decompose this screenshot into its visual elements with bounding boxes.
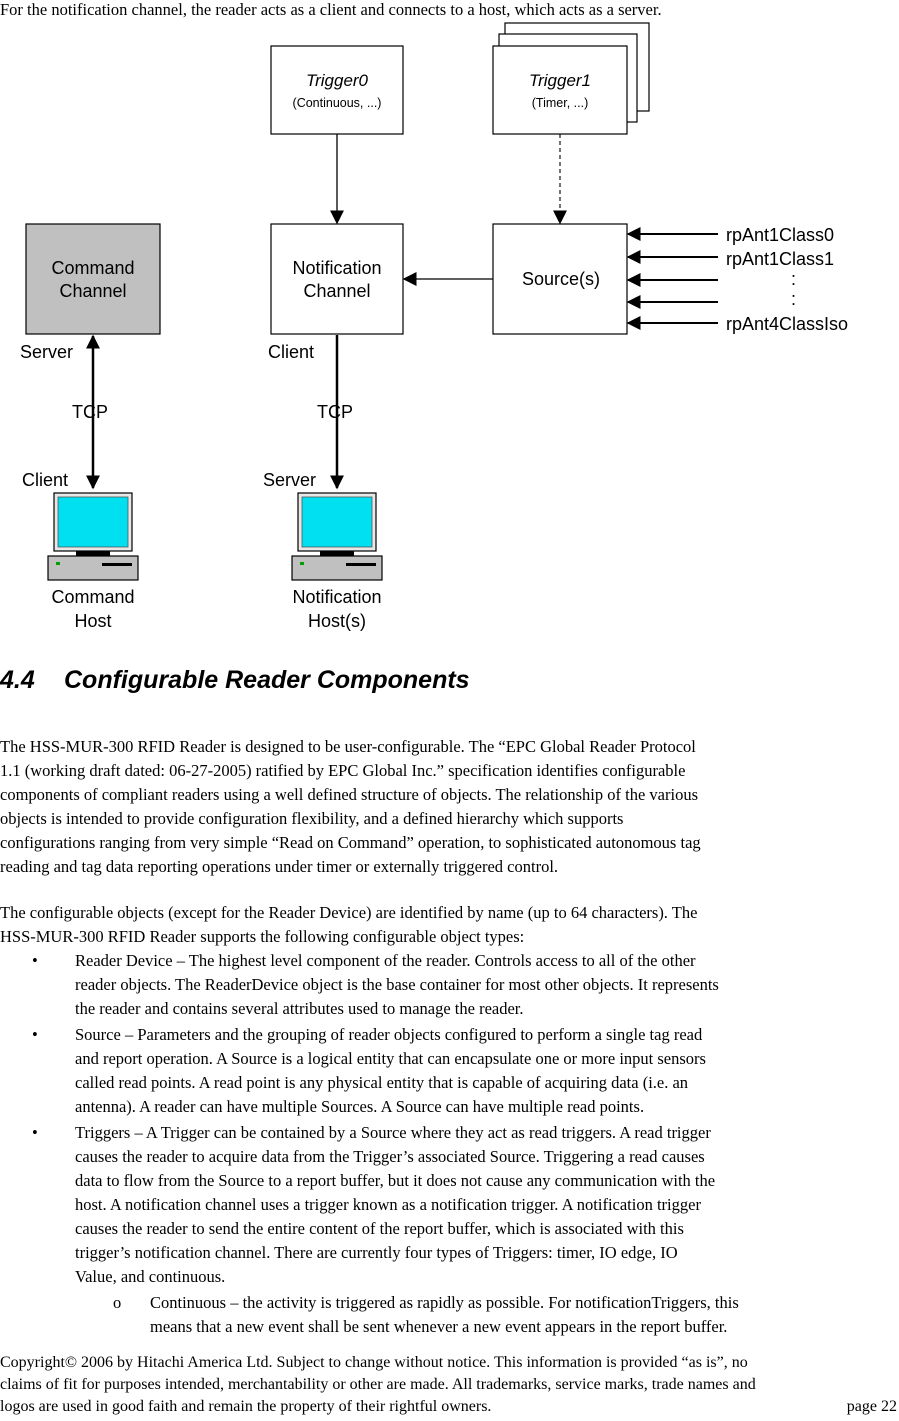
read-point-ellipsis-2: :	[791, 289, 796, 309]
notification-channel-label-2: Channel	[303, 281, 370, 301]
read-point-label-3: rpAnt4ClassIso	[726, 314, 848, 334]
paragraph-line: 1.1 (working draft dated: 06-27-2005) ra…	[0, 761, 686, 780]
command-channel-box: Command Channel	[25, 223, 161, 335]
bullet-icon: •	[32, 1025, 38, 1044]
list-line: antenna). A reader can have multiple Sou…	[75, 1097, 645, 1116]
bullet-icon: •	[32, 951, 38, 970]
source-box: Source(s)	[492, 223, 628, 335]
list-line: the reader and contains several attribut…	[75, 999, 524, 1018]
read-point-ellipsis-1: :	[791, 269, 796, 289]
paragraph-line: configurations ranging from very simple …	[0, 833, 701, 852]
list-line: Reader Device – The highest level compon…	[75, 951, 696, 970]
read-point-label-2: rpAnt1Class1	[726, 249, 834, 269]
list-line: causes the reader to send the entire con…	[75, 1219, 684, 1238]
paragraph-line: reading and tag data reporting operation…	[0, 857, 559, 876]
notification-channel-label-1: Notification	[292, 258, 381, 278]
footer-line: logos are used in good faith and remain …	[0, 1398, 492, 1415]
command-channel-label-2: Channel	[59, 281, 126, 301]
list-line: and report operation. A Source is a logi…	[75, 1049, 706, 1068]
list-line: Continuous – the activity is triggered a…	[150, 1293, 739, 1312]
copyright-footer: Copyright© 2006 by Hitachi America Ltd. …	[0, 1352, 899, 1418]
notification-tcp-label: TCP	[317, 402, 353, 422]
list-line: trigger’s notification channel. There ar…	[75, 1243, 678, 1262]
paragraph-line: The HSS-MUR-300 RFID Reader is designed …	[0, 737, 696, 756]
notification-host-computer-icon	[291, 492, 383, 581]
list-line: host. A notification channel uses a trig…	[75, 1195, 701, 1214]
footer-line: claims of fit for purposes intended, mer…	[0, 1376, 756, 1393]
object-type-list: • Reader Device – The highest level comp…	[0, 949, 899, 1339]
footer-line: Copyright© 2006 by Hitachi America Ltd. …	[0, 1354, 748, 1371]
command-host-computer-icon	[47, 492, 139, 581]
sub-bullet-icon: o	[113, 1293, 122, 1312]
command-server-label: Server	[20, 342, 73, 362]
command-channel-label-1: Command	[51, 258, 134, 278]
trigger1-title: Trigger1	[529, 71, 591, 90]
trigger0-title: Trigger0	[306, 71, 369, 90]
command-tcp-label: TCP	[72, 402, 108, 422]
list-line: data to flow from the Source to a report…	[75, 1171, 716, 1190]
section-title: Configurable Reader Components	[64, 666, 470, 694]
list-item-triggers: • Triggers – A Trigger can be contained …	[0, 1121, 899, 1289]
source-label: Source(s)	[522, 269, 600, 289]
sub-list-item-continuous: o Continuous – the activity is triggered…	[0, 1291, 899, 1339]
command-host-label-1: Command	[51, 587, 134, 607]
command-client-label: Client	[22, 470, 68, 490]
paragraph-line: objects is intended to provide configura…	[0, 809, 624, 828]
list-line: Triggers – A Trigger can be contained by…	[75, 1123, 711, 1142]
list-line: causes the reader to acquire data from t…	[75, 1147, 705, 1166]
page-number: page 22	[846, 1398, 897, 1415]
bullet-icon: •	[32, 1123, 38, 1142]
notification-server-label: Server	[263, 470, 316, 490]
command-host-label-2: Host	[74, 611, 111, 631]
trigger0-subtitle: (Continuous, ...)	[293, 96, 382, 110]
read-point-arrows	[626, 227, 718, 330]
notification-client-label: Client	[268, 342, 314, 362]
list-item-reader-device: • Reader Device – The highest level comp…	[0, 949, 899, 1021]
reader-architecture-diagram: Trigger0 (Continuous, ...) Trigger1 (Tim…	[20, 22, 848, 631]
section-heading: 4.4 Configurable Reader Components	[0, 666, 470, 695]
list-line: means that a new event shall be sent whe…	[150, 1317, 728, 1336]
section-number: 4.4	[0, 666, 35, 694]
paragraph-line: components of compliant readers using a …	[0, 785, 698, 804]
list-line: reader objects. The ReaderDevice object …	[75, 975, 719, 994]
list-line: Source – Parameters and the grouping of …	[75, 1025, 703, 1044]
paragraph-line: HSS-MUR-300 RFID Reader supports the fol…	[0, 927, 525, 946]
list-line: called read points. A read point is any …	[75, 1073, 689, 1092]
notification-host-label-1: Notification	[292, 587, 381, 607]
list-line: Value, and continuous.	[75, 1267, 226, 1286]
paragraph-intro: The HSS-MUR-300 RFID Reader is designed …	[0, 735, 899, 879]
trigger0-box: Trigger0 (Continuous, ...)	[270, 45, 404, 135]
paragraph-object-types: The configurable objects (except for the…	[0, 901, 899, 949]
list-item-source: • Source – Parameters and the grouping o…	[0, 1023, 899, 1119]
notification-channel-box: Notification Channel	[270, 223, 404, 335]
trigger1-subtitle: (Timer, ...)	[532, 96, 588, 110]
intro-sentence: For the notification channel, the reader…	[0, 0, 662, 19]
trigger1-box-stack: Trigger1 (Timer, ...)	[492, 22, 650, 135]
notification-host-label-2: Host(s)	[308, 611, 366, 631]
read-point-label-1: rpAnt1Class0	[726, 225, 834, 245]
paragraph-line: The configurable objects (except for the…	[0, 903, 698, 922]
